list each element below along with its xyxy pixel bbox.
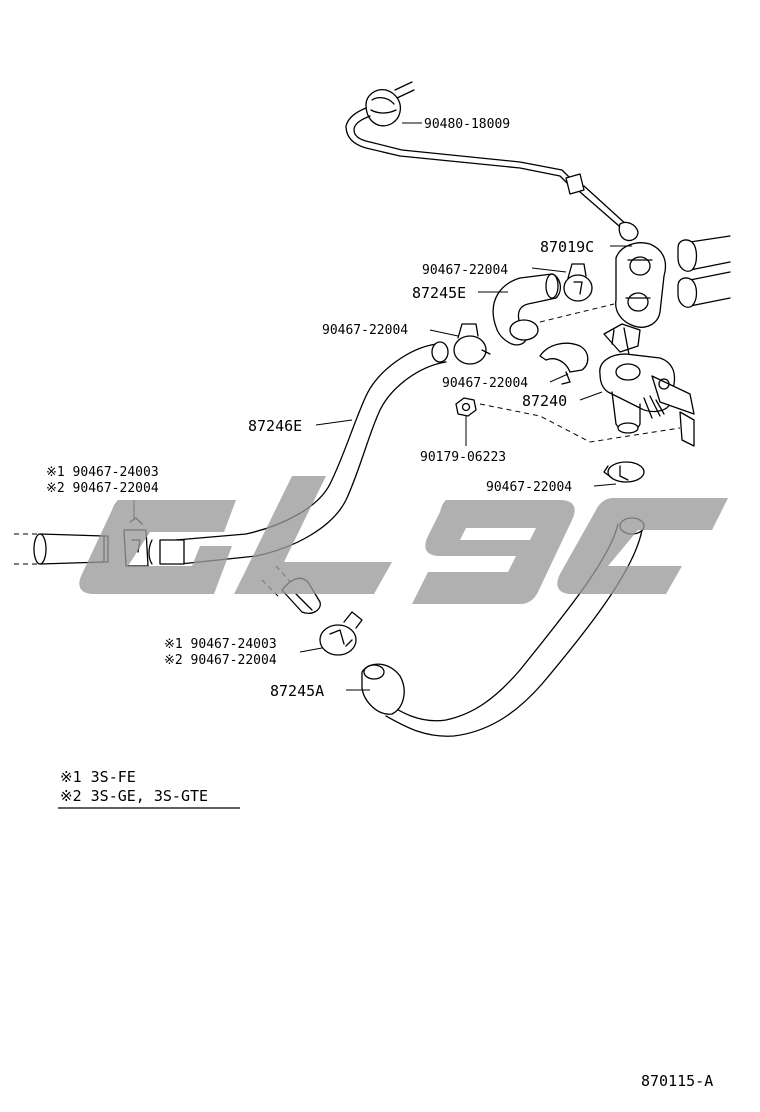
clamp-upper <box>563 263 593 302</box>
heater-pipes <box>677 235 731 308</box>
legend-line-1: ※1 3S-FE <box>60 768 136 786</box>
label-clamp-right: 90467-22004 <box>486 480 572 495</box>
leader-hose-long <box>315 419 353 426</box>
nut <box>455 397 477 417</box>
label-clamp-valve: 90467-22004 <box>442 376 528 391</box>
clamp-lower <box>319 611 363 656</box>
hose-short <box>492 273 615 346</box>
inlet-pipe <box>14 533 109 565</box>
diagram-code: 870115-A <box>641 1072 713 1090</box>
water-valve <box>599 323 695 447</box>
label-clamp-left: 90467-22004 <box>322 323 408 338</box>
label-clamp-inlet-1: ※1 90467-24003 <box>46 465 159 480</box>
clamp-right <box>603 461 645 483</box>
leader-clamp-left <box>429 329 459 337</box>
legend-line-2: ※2 3S-GE, 3S-GTE <box>60 787 208 805</box>
leader-valve <box>579 391 603 401</box>
label-nut: 90179-06223 <box>420 450 506 465</box>
clamp-left <box>453 323 491 365</box>
label-hose-lower: 87245A <box>270 682 324 700</box>
label-clamp-lower-2: ※2 90467-22004 <box>164 653 277 668</box>
wire-grommet-assembly <box>345 81 639 242</box>
leader-clamp-right <box>593 483 617 487</box>
label-clamp-lower-1: ※1 90467-24003 <box>164 637 277 652</box>
leader-clamp-valve <box>549 373 569 383</box>
clamp-valve <box>539 342 589 385</box>
label-hose-short: 87245E <box>412 284 466 302</box>
dashed-guide-valve <box>479 403 681 443</box>
leader-clamp-upper <box>531 267 567 273</box>
label-hose-long: 87246E <box>248 417 302 435</box>
label-valve: 87240 <box>522 392 567 410</box>
label-clamp-upper: 90467-22004 <box>422 263 508 278</box>
leader-clamp-lower <box>299 647 323 653</box>
bracket-gasket <box>615 242 667 328</box>
label-clamp-inlet-2: ※2 90467-22004 <box>46 481 159 496</box>
watermark-logo <box>79 476 728 604</box>
label-grommet-wire: 90480-18009 <box>424 117 510 132</box>
legend: ※1 3S-FE ※2 3S-GE, 3S-GTE <box>58 768 240 809</box>
label-bracket-gasket: 87019C <box>540 238 594 256</box>
